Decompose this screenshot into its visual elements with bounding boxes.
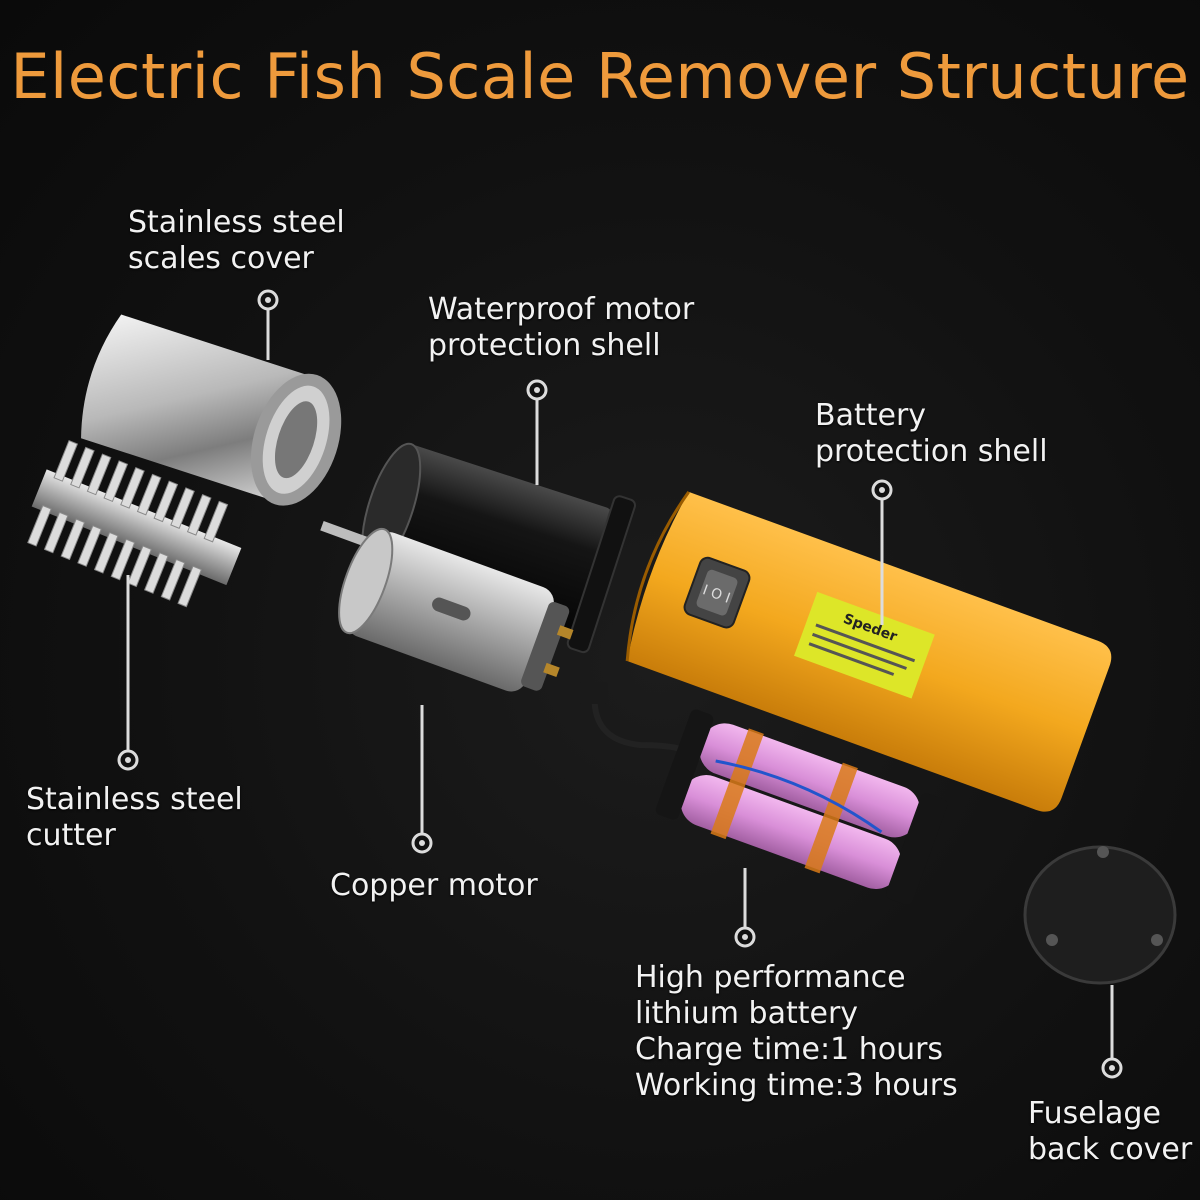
label-line: protection shell [815, 434, 1048, 469]
back-cover-part [1023, 845, 1177, 985]
label-copper-motor: Copper motor [330, 868, 538, 904]
label-battery-shell: Battery protection shell [815, 398, 1048, 470]
product-sticker: Speder [794, 591, 935, 699]
switch-part [578, 682, 608, 704]
battery-part [655, 709, 948, 905]
label-back-cover: Fuselage back cover [1028, 1096, 1192, 1168]
label-line: Fuselage [1028, 1096, 1161, 1131]
label-line: Battery [815, 398, 927, 433]
label-battery: High performance lithium battery Charge … [635, 960, 958, 1104]
label-line: lithium battery [635, 996, 859, 1031]
label-motor-shell: Waterproof motor protection shell [428, 292, 694, 364]
label-line: Stainless steel [128, 205, 345, 240]
label-line: High performance [635, 960, 906, 995]
label-line: Charge time:1 hours [635, 1032, 944, 1067]
label-line: Stainless steel [26, 782, 243, 817]
label-line: Copper motor [330, 868, 538, 903]
scales-cover-part [81, 314, 342, 506]
label-line: protection shell [428, 328, 661, 363]
label-line: Waterproof motor [428, 292, 695, 327]
label-cutter: Stainless steel cutter [26, 782, 243, 854]
callout-markers [117, 289, 1123, 1079]
diagram-title: Electric Fish Scale Remover Structure [10, 40, 1190, 113]
label-scales-cover: Stainless steel scales cover [128, 205, 345, 277]
label-line: scales cover [128, 241, 314, 276]
label-line: cutter [26, 818, 116, 853]
copper-motor-part [320, 521, 574, 692]
battery-shell-part: I O I Speder [625, 491, 1112, 812]
cutter-part [27, 440, 242, 608]
label-line: Working time:3 hours [635, 1068, 958, 1103]
label-line: back cover [1028, 1132, 1193, 1167]
